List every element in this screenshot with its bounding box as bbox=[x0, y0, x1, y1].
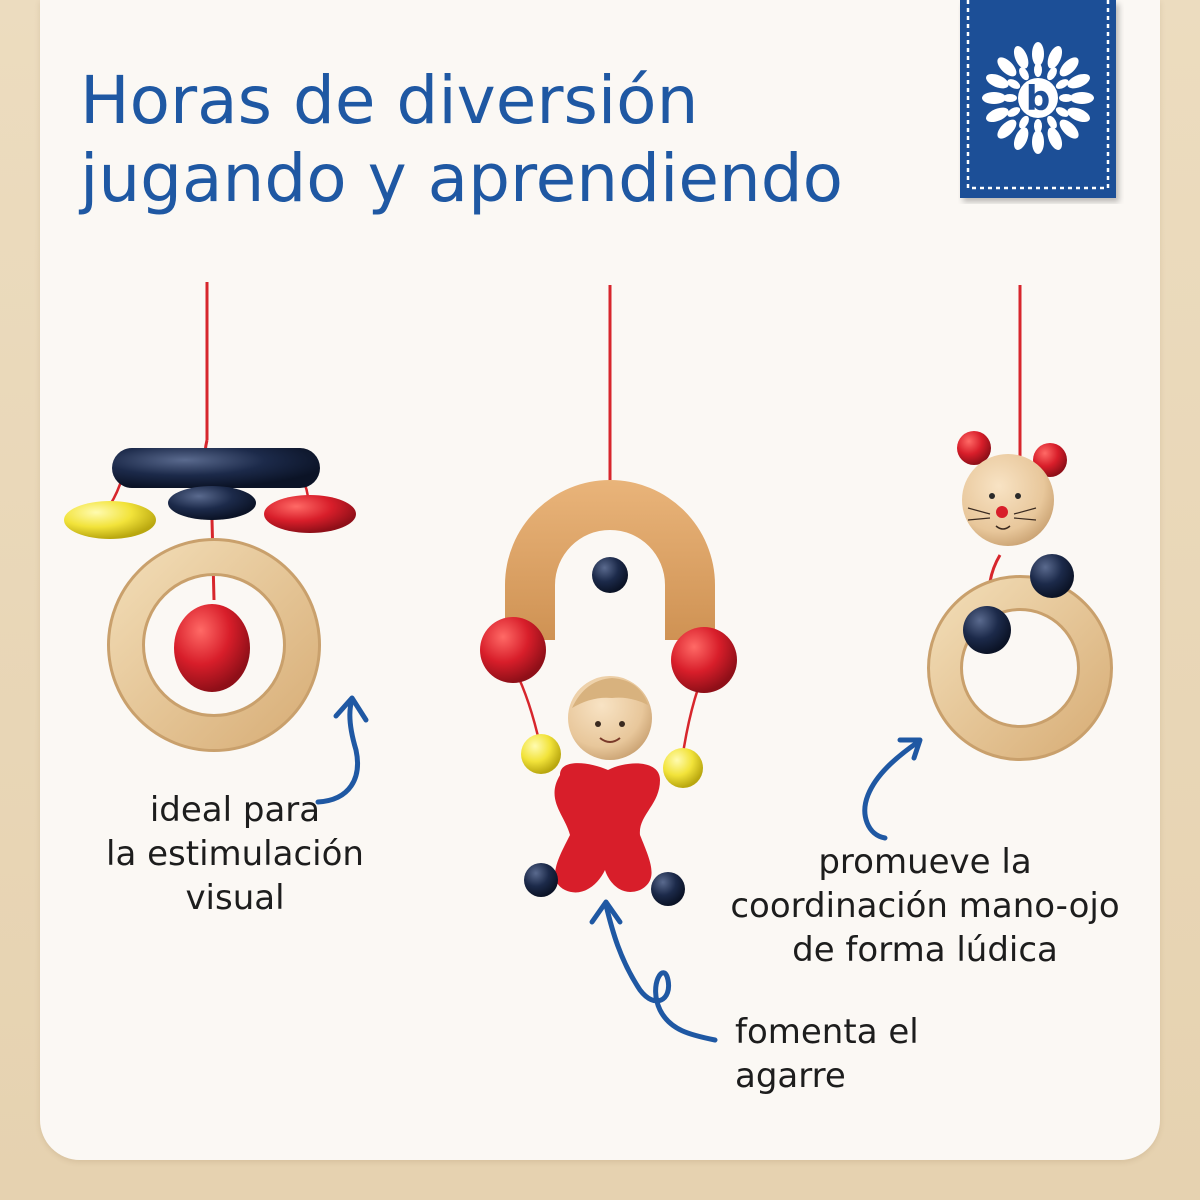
navy-bead-top bbox=[592, 557, 628, 593]
red-disc bbox=[264, 495, 356, 533]
title-line-1: Horas de diversión bbox=[80, 62, 699, 139]
navy-foot-right bbox=[651, 872, 685, 906]
caption-grip: fomenta el agarre bbox=[735, 1012, 919, 1096]
arrow-left bbox=[315, 695, 369, 805]
arrow-right bbox=[862, 737, 923, 841]
navy-bead-upper bbox=[1030, 554, 1074, 598]
logo-letter: b bbox=[1026, 79, 1050, 119]
toy-ring-with-discs bbox=[64, 282, 356, 752]
navy-disc bbox=[168, 486, 256, 520]
mouse-head bbox=[957, 431, 1067, 546]
navy-bar bbox=[112, 448, 320, 488]
red-figure-body bbox=[554, 763, 660, 893]
toy-mouse-with-ring bbox=[927, 285, 1113, 761]
yellow-bead-right bbox=[663, 748, 703, 788]
red-pendant-disc bbox=[174, 604, 250, 692]
yellow-disc bbox=[64, 501, 156, 539]
navy-bead-lower bbox=[963, 606, 1011, 654]
brand-badge: b bbox=[960, 0, 1116, 198]
figure-head bbox=[568, 676, 652, 760]
ring-left bbox=[107, 538, 321, 752]
caption-visual-stimulation: ideal para la estimulación visual bbox=[106, 790, 364, 918]
toy-arch-with-figure bbox=[480, 285, 737, 906]
flower-b-logo-icon: b bbox=[982, 42, 1094, 154]
yellow-bead-left bbox=[521, 734, 561, 774]
red-bead-left bbox=[480, 617, 546, 683]
navy-foot-left bbox=[524, 863, 558, 897]
title-line-2: jugando y aprendiendo bbox=[80, 140, 844, 217]
red-bead-right bbox=[671, 627, 737, 693]
wooden-arch bbox=[505, 480, 715, 640]
arrow-middle bbox=[589, 899, 718, 1043]
caption-hand-eye-coordination: promueve la coordinación mano-ojo de for… bbox=[730, 842, 1120, 970]
page-title: Horas de diversión jugando y aprendiendo bbox=[80, 62, 843, 218]
